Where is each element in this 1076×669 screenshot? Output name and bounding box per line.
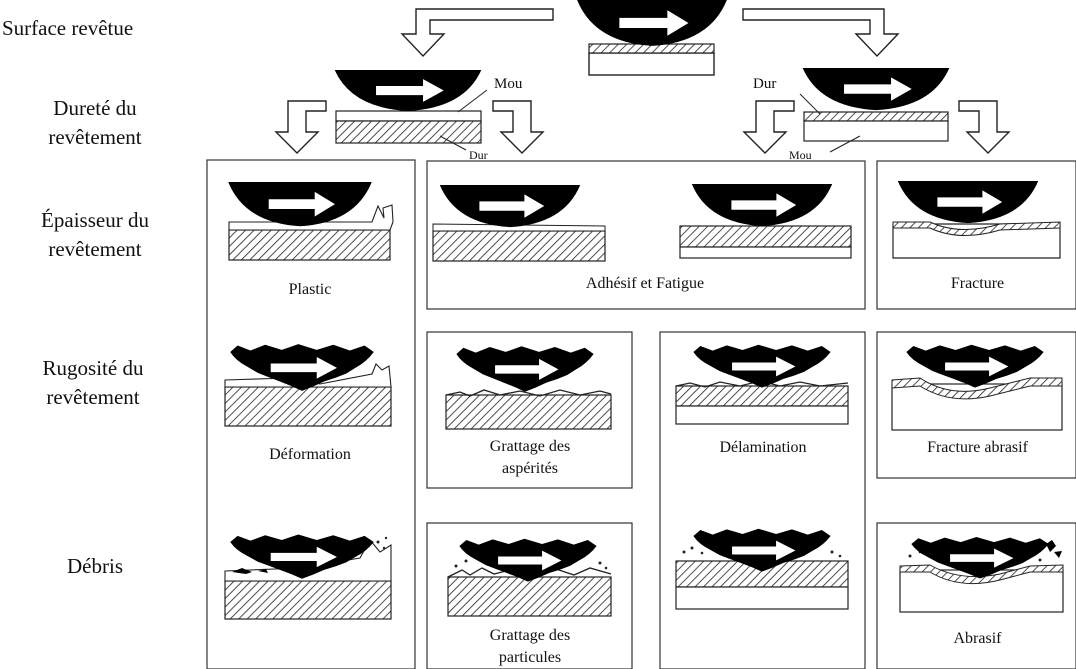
abrasive-frame <box>876 522 1076 669</box>
caption-abrasive: Abrasif <box>953 630 1002 647</box>
debris-deformation-illustration <box>224 534 392 620</box>
fracture-illustration <box>892 181 1061 259</box>
adhesive-frame <box>426 160 866 310</box>
caption-scratch-particles: Grattage des particules <box>435 625 625 669</box>
abrasive-illustration <box>899 536 1064 613</box>
label-hard-top: Dur <box>753 76 777 92</box>
row-label-roughness: Rugosité du revêtement <box>8 354 178 412</box>
row-label-hardness-line2: revêtement <box>48 125 142 149</box>
delamination-illustration <box>675 344 849 425</box>
arrow-hard-left <box>742 100 795 154</box>
column-soft-frame <box>206 159 416 669</box>
row-label-surface: Surface revêtue <box>2 16 134 40</box>
caption-scratch-particles-line2: particules <box>498 649 562 666</box>
row-label-hardness-line1: Dureté du <box>53 96 137 120</box>
fracture-abrasive-frame <box>876 331 1076 479</box>
hard-coating-illustration <box>799 68 950 153</box>
label-soft-top: Mou <box>494 76 523 92</box>
scratch-particles-illustration <box>447 538 612 617</box>
debris-delamination-illustration <box>675 528 849 610</box>
row-label-roughness-line2: revêtement <box>46 385 140 409</box>
row-label-debris: Débris <box>67 554 123 578</box>
delamination-column-frame <box>659 331 866 669</box>
fracture-abrasive-illustration <box>891 344 1063 431</box>
soft-coating-illustration <box>334 70 488 151</box>
caption-fracture-abrasive: Fracture abrasif <box>927 439 1028 456</box>
row-label-thickness-line2: revêtement <box>48 237 142 261</box>
row-label-hardness: Dureté du revêtement <box>10 94 180 152</box>
fracture-frame <box>876 160 1076 310</box>
branch-arrow-right <box>742 8 900 58</box>
scratch-asperities-frame <box>426 331 633 489</box>
caption-deformation: Déformation <box>269 446 351 463</box>
arrow-soft-right <box>492 100 545 154</box>
plastic-illustration <box>228 182 394 261</box>
row-label-thickness: Épaisseur du revêtement <box>10 206 180 264</box>
top-coated-surface-illustration <box>577 0 727 76</box>
caption-scratch-asperities: Grattage des aspérités <box>435 436 625 480</box>
caption-fracture: Fracture <box>950 275 1005 292</box>
adhesive-illustration-1 <box>432 185 606 262</box>
row-label-roughness-line1: Rugosité du <box>42 356 144 380</box>
label-soft-bottom: Mou <box>789 148 812 162</box>
arrow-soft-left <box>274 100 327 154</box>
caption-adhesive-fatigue: Adhésif et Fatigue <box>585 275 705 292</box>
branch-arrow-left <box>400 8 554 58</box>
caption-scratch-particles-line1: Grattage des <box>489 627 571 644</box>
deformation-illustration <box>224 344 392 427</box>
scratch-particles-frame <box>426 522 633 669</box>
caption-scratch-asperities-line2: aspérités <box>502 460 558 477</box>
caption-plastic: Plastic <box>288 281 332 298</box>
label-hard-bottom: Dur <box>469 148 488 162</box>
scratch-asperities-illustration <box>445 346 612 430</box>
arrow-hard-right <box>958 100 1011 154</box>
caption-delamination: Délamination <box>719 439 807 456</box>
caption-scratch-asperities-line1: Grattage des <box>489 438 571 455</box>
row-label-thickness-line1: Épaisseur du <box>41 208 149 232</box>
adhesive-illustration-2 <box>679 184 852 259</box>
